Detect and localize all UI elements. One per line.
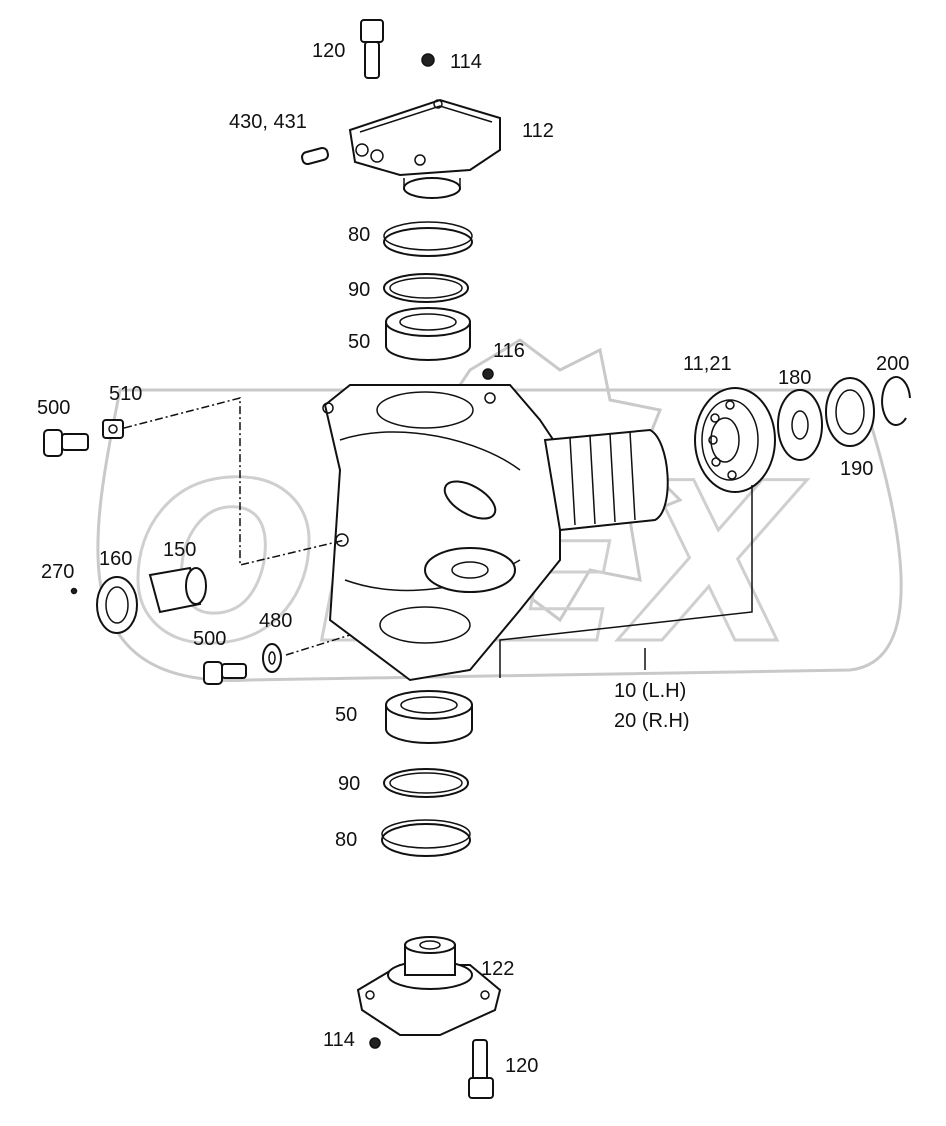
label-80-top: 80 [348,224,370,246]
cover-122 [356,936,502,1036]
steering-knuckle-10-20 [322,384,669,682]
label-122: 122 [481,958,514,980]
label-480: 480 [259,610,292,632]
washer-480 [262,643,282,673]
label-11-21: 11,21 [683,353,732,375]
bushing-150 [148,566,207,614]
bearing-50-bottom [385,690,473,744]
seal-190 [825,377,875,447]
bolt-120-bottom [468,1039,494,1099]
cover-112 [348,98,501,199]
cup-80-bottom [381,819,471,857]
label-500-bottom: 500 [193,628,226,650]
label-500-top: 500 [37,397,70,419]
label-114-top: 114 [450,51,482,73]
label-270: 270 [41,561,74,583]
seal-160 [96,576,138,634]
label-510: 510 [109,383,142,405]
label-90-top: 90 [348,279,370,301]
label-20-rh: 20 (R.H) [614,710,690,732]
label-90-bottom: 90 [338,773,360,795]
label-180: 180 [778,367,811,389]
label-10-lh: 10 (L.H) [614,680,686,702]
label-150: 150 [163,539,196,561]
label-120-top: 120 [312,40,345,62]
bearing-50-top [385,307,471,361]
label-114-bottom: 114 [323,1029,355,1051]
nut-510 [102,419,124,439]
screw-114-bottom [369,1037,381,1049]
label-112: 112 [522,120,554,142]
hub-flange-11-21 [694,387,776,493]
label-160: 160 [99,548,132,570]
bolt-500-bottom [203,661,247,685]
label-430-431: 430, 431 [229,111,307,133]
ball-270 [70,587,78,595]
label-50-bottom: 50 [335,704,357,726]
screw-114-top [421,53,435,67]
snap-ring-90-top [383,273,469,303]
bolt-500-top [43,429,89,457]
label-80-bottom: 80 [335,829,357,851]
cup-80-top [383,221,473,257]
label-50-top: 50 [348,331,370,353]
snap-ring-90-bottom [383,768,469,798]
pin-430-431 [301,146,329,166]
label-200: 200 [876,353,909,375]
label-190: 190 [840,458,873,480]
circlip-200 [881,376,911,426]
plug-116 [482,368,494,380]
label-120-bottom: 120 [505,1055,538,1077]
label-116: 116 [493,340,525,362]
washer-180 [777,389,823,461]
assembly-lines [123,397,753,678]
bolt-120-top [360,19,384,79]
